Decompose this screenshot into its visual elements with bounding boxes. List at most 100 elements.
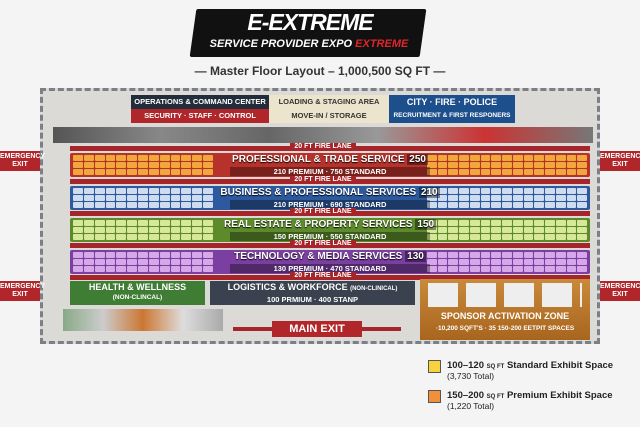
booth[interactable] bbox=[116, 259, 127, 265]
booth[interactable] bbox=[203, 252, 213, 258]
booth[interactable] bbox=[427, 266, 437, 272]
booth[interactable] bbox=[181, 252, 192, 258]
booth[interactable] bbox=[138, 162, 148, 168]
booth[interactable] bbox=[491, 234, 502, 240]
booth[interactable] bbox=[127, 195, 138, 201]
booth[interactable] bbox=[491, 202, 502, 208]
booth[interactable] bbox=[159, 188, 170, 194]
booth[interactable] bbox=[437, 202, 448, 208]
booth[interactable] bbox=[577, 155, 587, 161]
booth[interactable] bbox=[116, 220, 127, 226]
booth[interactable] bbox=[116, 202, 127, 208]
booth[interactable] bbox=[170, 195, 181, 201]
booth[interactable] bbox=[448, 162, 459, 168]
booth[interactable] bbox=[159, 202, 170, 208]
booth[interactable] bbox=[181, 227, 192, 233]
booth[interactable] bbox=[203, 266, 213, 272]
booth[interactable] bbox=[159, 227, 170, 233]
booth[interactable] bbox=[459, 155, 469, 161]
booth[interactable] bbox=[105, 227, 116, 233]
booth[interactable] bbox=[138, 169, 148, 175]
booth[interactable] bbox=[512, 155, 523, 161]
booth[interactable] bbox=[480, 162, 491, 168]
booth[interactable] bbox=[534, 188, 545, 194]
booth[interactable] bbox=[116, 188, 127, 194]
booth[interactable] bbox=[437, 188, 448, 194]
booth[interactable] bbox=[523, 266, 534, 272]
booth[interactable] bbox=[127, 162, 138, 168]
booth[interactable] bbox=[577, 266, 587, 272]
booth[interactable] bbox=[73, 227, 83, 233]
booth[interactable] bbox=[566, 252, 577, 258]
booth[interactable] bbox=[159, 252, 170, 258]
booth[interactable] bbox=[105, 188, 116, 194]
booth[interactable] bbox=[73, 259, 83, 265]
booth[interactable] bbox=[480, 227, 491, 233]
booth[interactable] bbox=[469, 162, 480, 168]
booth[interactable] bbox=[469, 266, 480, 272]
booth[interactable] bbox=[577, 195, 587, 201]
booth[interactable] bbox=[148, 252, 159, 258]
booth[interactable] bbox=[83, 162, 94, 168]
booth[interactable] bbox=[138, 234, 148, 240]
booth[interactable] bbox=[448, 169, 459, 175]
booth[interactable] bbox=[138, 155, 148, 161]
booth[interactable] bbox=[534, 234, 545, 240]
booth[interactable] bbox=[545, 162, 555, 168]
booth[interactable] bbox=[480, 252, 491, 258]
booth[interactable] bbox=[491, 188, 502, 194]
booth[interactable] bbox=[480, 220, 491, 226]
booth[interactable] bbox=[181, 155, 192, 161]
booth[interactable] bbox=[170, 266, 181, 272]
booth[interactable] bbox=[469, 188, 480, 194]
booth[interactable] bbox=[469, 227, 480, 233]
booth[interactable] bbox=[94, 169, 105, 175]
main-exit[interactable]: MAIN EXIT bbox=[272, 321, 362, 337]
booth[interactable] bbox=[491, 266, 502, 272]
booth[interactable] bbox=[116, 266, 127, 272]
booth[interactable] bbox=[502, 155, 512, 161]
booth[interactable] bbox=[427, 234, 437, 240]
booth[interactable] bbox=[181, 188, 192, 194]
booth[interactable] bbox=[502, 169, 512, 175]
booth[interactable] bbox=[138, 188, 148, 194]
booth[interactable] bbox=[448, 252, 459, 258]
booth[interactable] bbox=[459, 202, 469, 208]
booth[interactable] bbox=[83, 188, 94, 194]
booth[interactable] bbox=[534, 169, 545, 175]
booth[interactable] bbox=[159, 259, 170, 265]
booth[interactable] bbox=[566, 188, 577, 194]
booth[interactable] bbox=[192, 227, 203, 233]
booth[interactable] bbox=[469, 234, 480, 240]
booth[interactable] bbox=[459, 234, 469, 240]
booth[interactable] bbox=[181, 220, 192, 226]
booth[interactable] bbox=[545, 252, 555, 258]
booth[interactable] bbox=[545, 155, 555, 161]
booth[interactable] bbox=[138, 220, 148, 226]
booth[interactable] bbox=[555, 202, 566, 208]
booth[interactable] bbox=[181, 259, 192, 265]
booth[interactable] bbox=[502, 227, 512, 233]
booth[interactable] bbox=[480, 266, 491, 272]
booth[interactable] bbox=[94, 259, 105, 265]
booth[interactable] bbox=[512, 266, 523, 272]
booth[interactable] bbox=[448, 259, 459, 265]
booth[interactable] bbox=[159, 169, 170, 175]
booth[interactable] bbox=[73, 220, 83, 226]
booth[interactable] bbox=[203, 195, 213, 201]
booth[interactable] bbox=[555, 234, 566, 240]
booth[interactable] bbox=[105, 155, 116, 161]
booth[interactable] bbox=[502, 202, 512, 208]
booth[interactable] bbox=[480, 195, 491, 201]
booth[interactable] bbox=[73, 266, 83, 272]
booth[interactable] bbox=[203, 169, 213, 175]
booth[interactable] bbox=[427, 252, 437, 258]
booth[interactable] bbox=[148, 259, 159, 265]
booth[interactable] bbox=[181, 266, 192, 272]
booth[interactable] bbox=[192, 155, 203, 161]
booth[interactable] bbox=[437, 266, 448, 272]
booth[interactable] bbox=[170, 188, 181, 194]
booth[interactable] bbox=[170, 155, 181, 161]
